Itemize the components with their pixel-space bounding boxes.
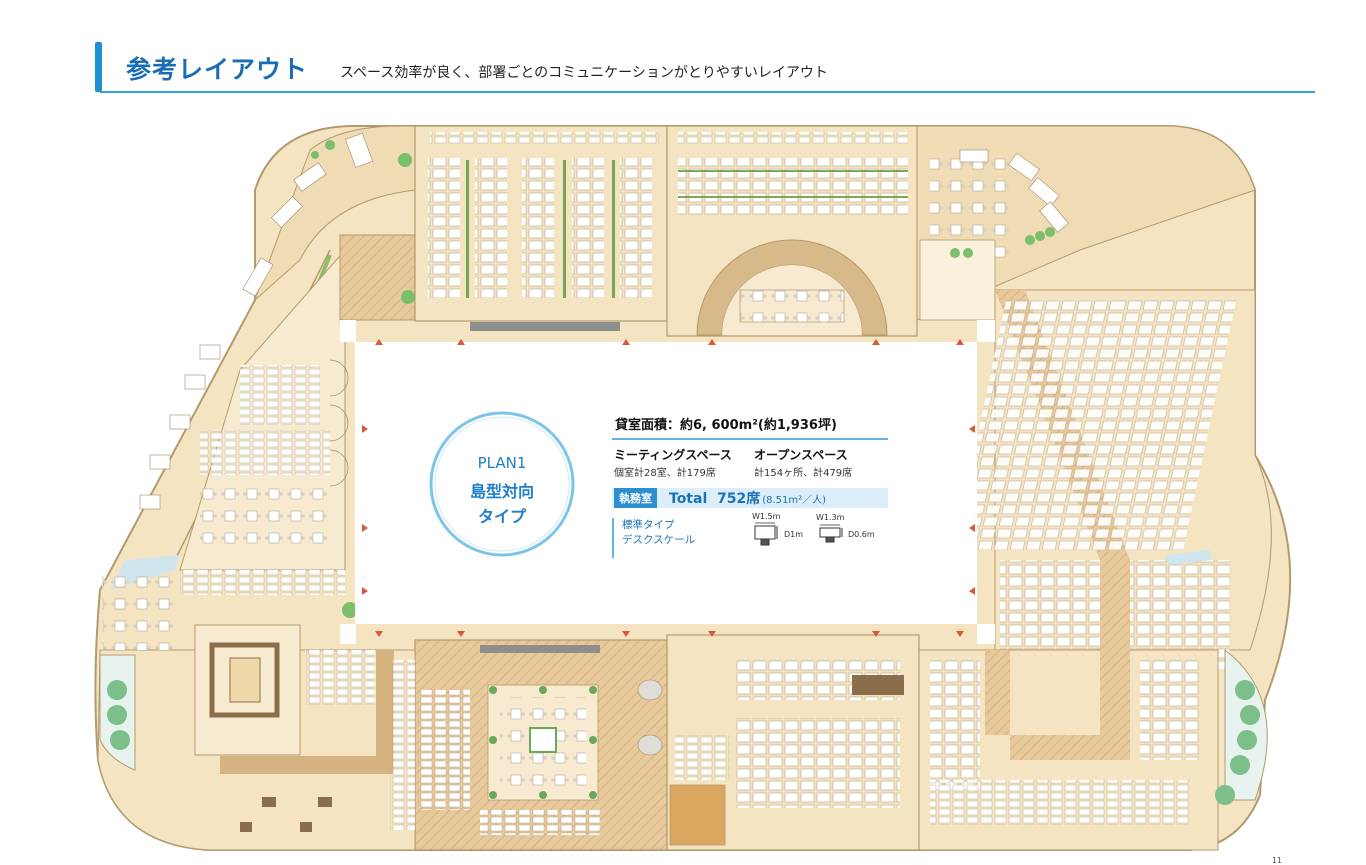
- meeting-space-value: 個室計28室、計179席: [614, 468, 716, 479]
- header-underline: [100, 91, 1315, 93]
- open-space-title: オープンスペース: [754, 448, 848, 462]
- area-per-person: (8.51m²／人): [762, 494, 827, 506]
- open-space-value: 計154ヶ所、計479席: [754, 468, 853, 479]
- scale-label-1: 標準タイプ: [622, 519, 675, 531]
- page-title: 参考レイアウト: [126, 55, 309, 84]
- scale-label-2: デスクスケール: [622, 534, 696, 546]
- header-accent-bar: [95, 42, 102, 92]
- total-seats: Total 752席: [669, 491, 761, 507]
- plan-badge: PLAN1 島型対向 タイプ: [431, 454, 573, 527]
- meeting-space-title: ミーティングスペース: [614, 448, 732, 462]
- scale-accent-bar: [612, 518, 614, 558]
- info-panel: 貸室面積：約6, 600m²(約1,936坪) ミーティングスペース 個室計28…: [612, 414, 892, 558]
- plan-type-line1: 島型対向: [469, 482, 534, 501]
- office-tag: 執務室: [614, 488, 657, 508]
- desk1-depth: D1m: [784, 530, 804, 539]
- page-subtitle: スペース効率が良く、部署ごとのコミュニケーションがとりやすいレイアウト: [340, 65, 828, 81]
- desk2-depth: D0.6m: [848, 530, 875, 539]
- plan-label: PLAN1: [477, 454, 527, 472]
- rental-area: 貸室面積：約6, 600m²(約1,936坪): [615, 418, 837, 433]
- page-number: 11: [1271, 856, 1282, 865]
- plan-type-line2: タイプ: [477, 507, 526, 526]
- desk1-width: W1.5m: [752, 512, 781, 521]
- info-divider: [612, 438, 888, 440]
- total-row: 執務室 Total 752席 (8.51m²／人): [612, 488, 888, 508]
- desk2-width: W1.3m: [816, 513, 845, 522]
